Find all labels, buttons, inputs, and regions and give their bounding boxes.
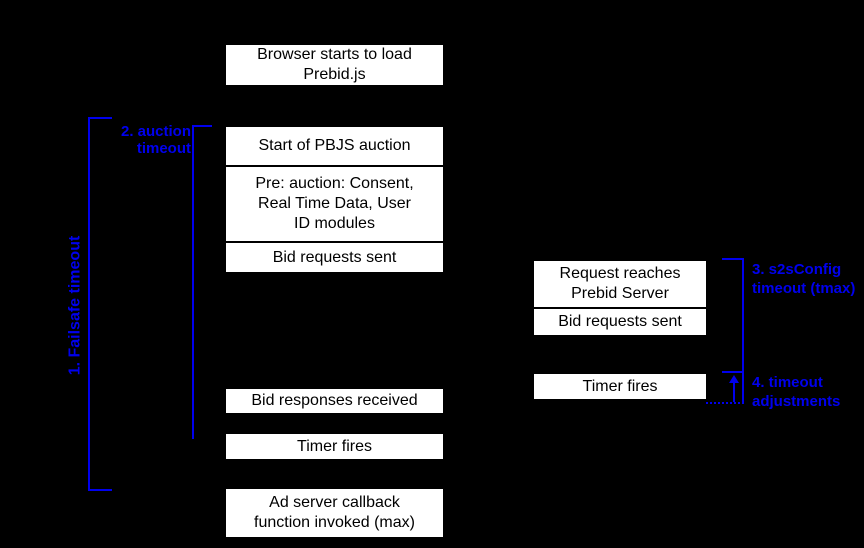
event-box-bid-responses-received: Bid responses received xyxy=(225,388,444,414)
event-box-pre-auction-modules: Pre: auction: Consent, Real Time Data, U… xyxy=(225,166,444,242)
s2sconfig-bracket-tail-line xyxy=(742,373,744,403)
event-box-bid-requests-sent: Bid requests sent xyxy=(225,242,444,273)
timeout-adjustment-arrow-shaft xyxy=(733,383,735,402)
failsafe-timeout-bracket xyxy=(88,117,112,491)
s2sconfig-timeout-label: 3. s2sConfig timeout (tmax) xyxy=(752,261,856,297)
failsafe-timeout-label: 1. Failsafe timeout xyxy=(66,235,84,376)
auction-timeout-label: 2. auction timeout xyxy=(120,123,191,157)
event-box-start-of-pbjs-auction: Start of PBJS auction xyxy=(225,126,444,166)
auction-timeout-bracket xyxy=(192,125,212,439)
timeout-adjustment-dotted-line xyxy=(706,402,744,404)
event-box-server-bid-requests-sent: Bid requests sent xyxy=(533,308,707,336)
event-box-server-timer-fires: Timer fires xyxy=(533,373,707,400)
arrow-up-icon xyxy=(729,375,739,383)
event-box-browser-loads-prebid: Browser starts to load Prebid.js xyxy=(225,44,444,86)
event-box-request-reaches-prebid-server: Request reaches Prebid Server xyxy=(533,260,707,308)
event-box-timer-fires: Timer fires xyxy=(225,433,444,460)
event-box-ad-server-callback: Ad server callback function invoked (max… xyxy=(225,488,444,538)
s2sconfig-timeout-bracket xyxy=(722,258,744,373)
timeout-adjustments-label: 4. timeout adjustments xyxy=(752,374,841,410)
